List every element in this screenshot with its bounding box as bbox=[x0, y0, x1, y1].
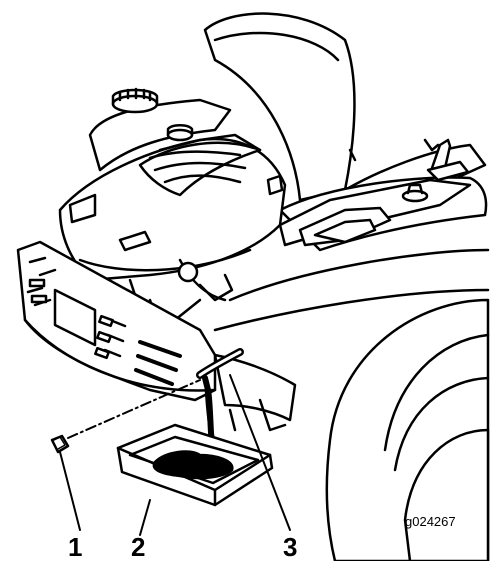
figure-id: g024267 bbox=[405, 514, 456, 529]
callout-2: 2 bbox=[131, 534, 145, 560]
callout-1: 1 bbox=[68, 534, 82, 560]
leader-line-2 bbox=[140, 500, 150, 535]
drain-pan bbox=[118, 425, 272, 505]
leader-line-1 bbox=[60, 452, 80, 530]
callout-3: 3 bbox=[283, 534, 297, 560]
drain-plug bbox=[52, 436, 68, 452]
chassis bbox=[215, 355, 295, 430]
